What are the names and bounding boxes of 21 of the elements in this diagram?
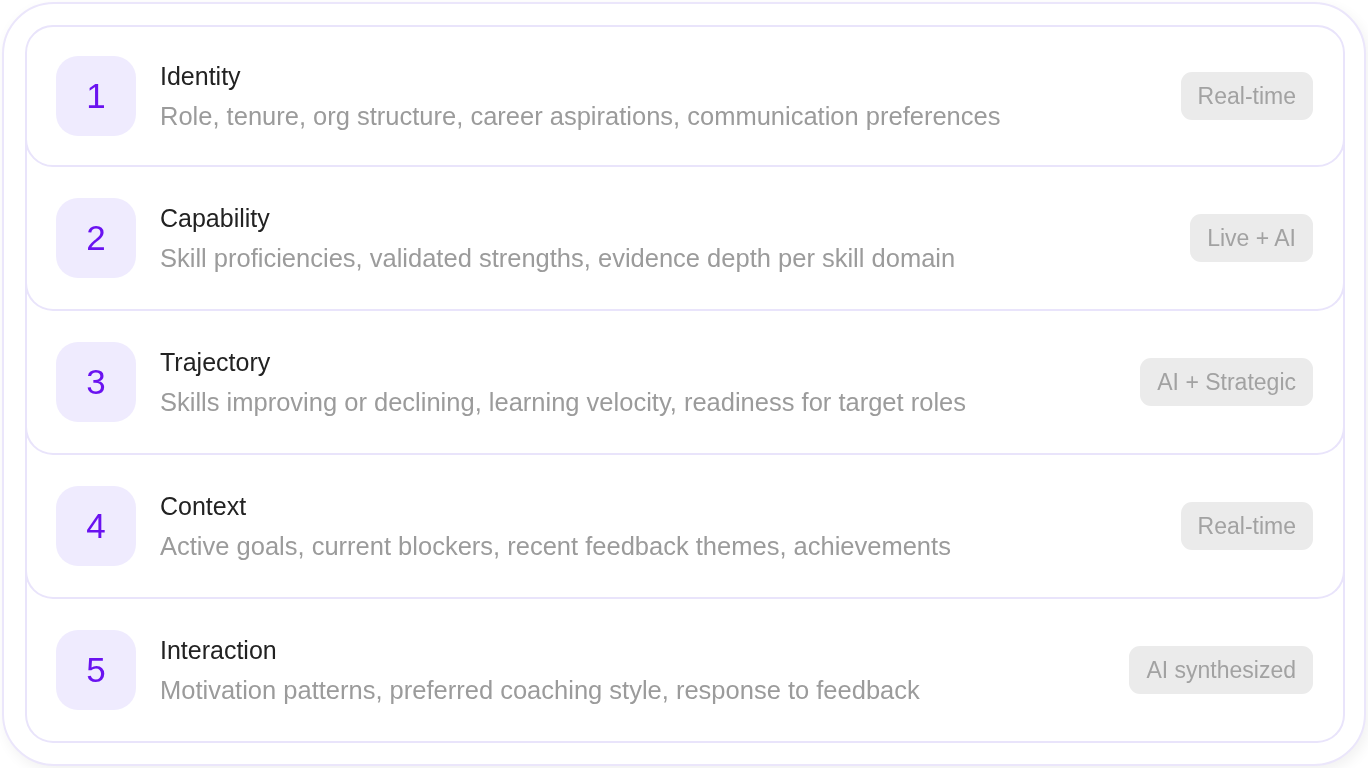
row-title: Context xyxy=(160,492,247,520)
status-tag: Real-time xyxy=(1180,72,1313,120)
row-title: Trajectory xyxy=(160,348,271,376)
step-number-badge: 3 xyxy=(56,342,136,422)
status-tag: AI synthesized xyxy=(1129,646,1313,694)
row-description: Motivation patterns, preferred coaching style, response to feedback xyxy=(160,676,920,704)
row-description: Skill proficiencies, validated strengths, evidence depth per skill domain xyxy=(160,244,956,272)
status-tag: Real-time xyxy=(1180,502,1313,550)
step-number-badge: 1 xyxy=(56,56,136,136)
row-description: Role, tenure, org structure, career aspirations, communication preferences xyxy=(160,102,1001,130)
row-title: Interaction xyxy=(160,636,277,664)
row-card xyxy=(25,25,1345,167)
status-tag: Live + AI xyxy=(1190,214,1313,262)
row-title: Identity xyxy=(160,62,241,90)
row-description: Skills improving or declining, learning velocity, readiness for target roles xyxy=(160,388,966,416)
step-number-badge: 2 xyxy=(56,198,136,278)
status-tag: AI + Strategic xyxy=(1140,358,1313,406)
row-description: Active goals, current blockers, recent feedback themes, achievements xyxy=(160,532,951,560)
row-title: Capability xyxy=(160,204,270,232)
step-number-badge: 4 xyxy=(56,486,136,566)
step-number-badge: 5 xyxy=(56,630,136,710)
